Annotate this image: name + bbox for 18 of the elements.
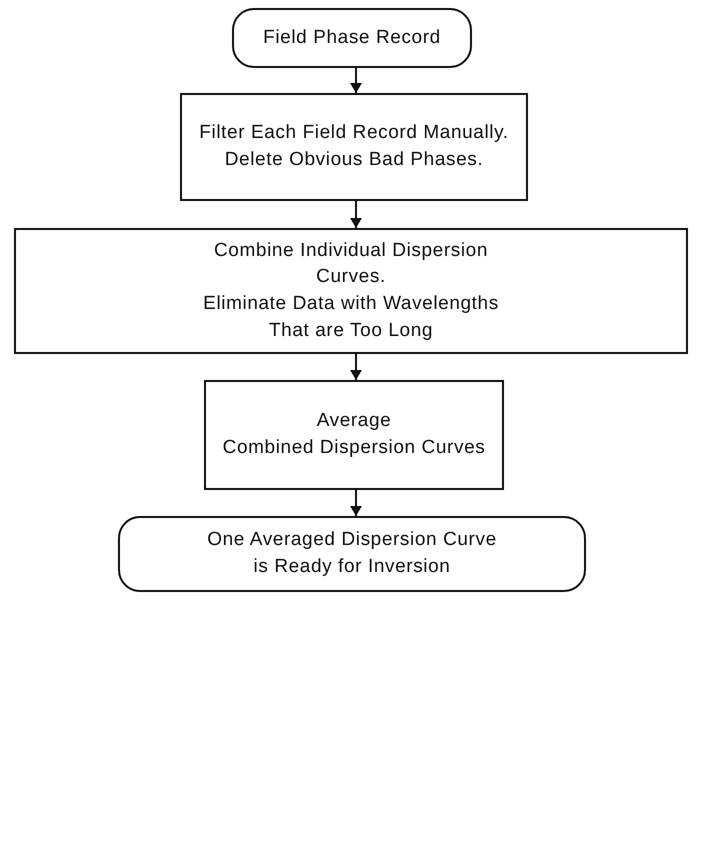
arrow xyxy=(350,490,362,516)
arrow xyxy=(350,201,362,228)
process-box xyxy=(180,93,528,201)
arrow xyxy=(350,354,362,380)
box-text: Average xyxy=(316,409,392,434)
process-box xyxy=(14,228,688,354)
box-text: is Ready for Inversion xyxy=(254,555,450,579)
process-box xyxy=(204,380,504,490)
terminal-box xyxy=(118,516,586,592)
terminal-box xyxy=(232,8,472,68)
box-text: One Averaged Dispersion Curve xyxy=(207,528,497,552)
arrow xyxy=(350,68,362,93)
box-text: Filter Each Field Record Manually. xyxy=(199,121,509,146)
box-text: Combined Dispersion Curves xyxy=(222,436,486,460)
box-text: Delete Obvious Bad Phases. xyxy=(224,148,484,172)
box-text: Field Phase Record xyxy=(263,26,441,50)
box-text: Eliminate Data with Wavelengths That are Too Long xyxy=(202,292,500,343)
box-text: Combine Individual Dispersion Curves. xyxy=(212,238,490,290)
